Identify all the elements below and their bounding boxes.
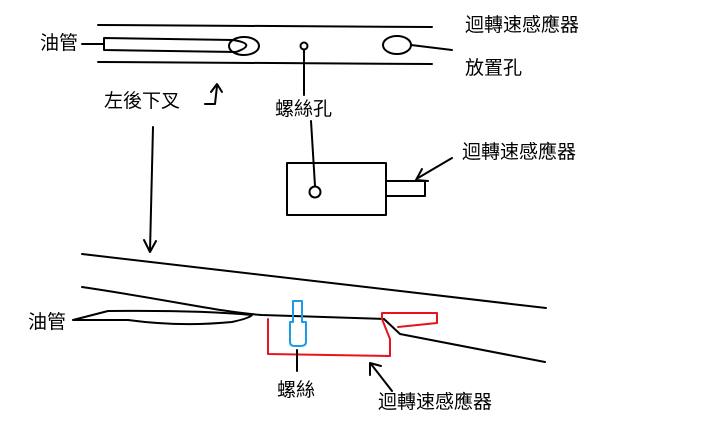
down-arrow [143,126,157,253]
label-speed-sensor-middle: 迴轉速感應器 [462,141,577,163]
top-fork-bar [97,24,433,65]
label-left-rear-fork: 左後下叉 [104,90,181,112]
label-placement-hole: 放置孔 [465,57,523,79]
label-speed-sensor-bottom: 迴轉速感應器 [378,391,493,413]
left-rear-fork-arrow [204,83,223,105]
top-left-oval-hole [228,36,260,56]
sensor-mount-hole [308,185,322,199]
leader-screw-to-sensor [310,120,316,187]
sensor-middle-arrow [415,157,453,182]
side-screw [289,300,307,347]
label-speed-sensor-top: 迴轉速感應器 [465,14,580,36]
side-oil-pipe [72,309,253,326]
sensor-body [286,162,387,216]
top-small-screw-hole [299,41,309,51]
label-screw-hole: 螺絲孔 [275,98,333,120]
label-oil-pipe-bottom: 油管 [28,311,67,333]
side-fork-lines [81,253,547,363]
sensor-probe [385,180,426,197]
top-placement-hole [382,35,412,55]
side-speed-sensor [267,312,438,357]
label-oil-pipe-top: 油管 [40,32,79,54]
sensor-bottom-arrow [369,362,393,392]
leader-sensor-top [410,44,453,51]
label-screw: 螺絲 [277,379,316,401]
top-oil-pipe [103,37,248,53]
